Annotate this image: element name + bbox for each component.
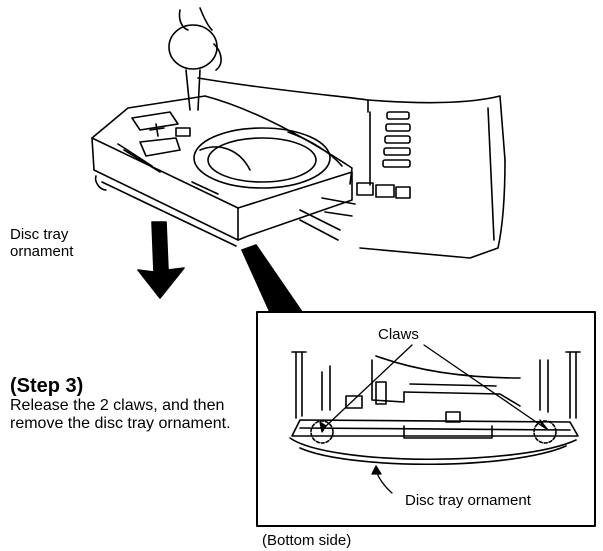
step-title: (Step 3): [10, 375, 84, 397]
callout-pointer: [241, 244, 303, 313]
leader-lines: [319, 344, 549, 494]
hand-icon: [168, 7, 222, 111]
detail-frame: [256, 311, 596, 527]
bottom-side-caption: (Bottom side): [262, 532, 352, 549]
step-instructions: (Step 3) Release the 2 claws, and then r…: [10, 375, 250, 433]
disc-tray-ornament-detail-label: Disc tray ornament: [405, 492, 531, 509]
tray-bottom-detail: [289, 351, 581, 466]
step-description: Release the 2 claws, and then remove the…: [10, 397, 231, 432]
disc-tray-ornament-label: Disc tray ornament: [10, 226, 74, 260]
disc-tray: [91, 95, 353, 247]
unit-body: [197, 77, 506, 259]
down-arrow-icon: [137, 221, 185, 299]
claws-label: Claws: [378, 326, 419, 343]
